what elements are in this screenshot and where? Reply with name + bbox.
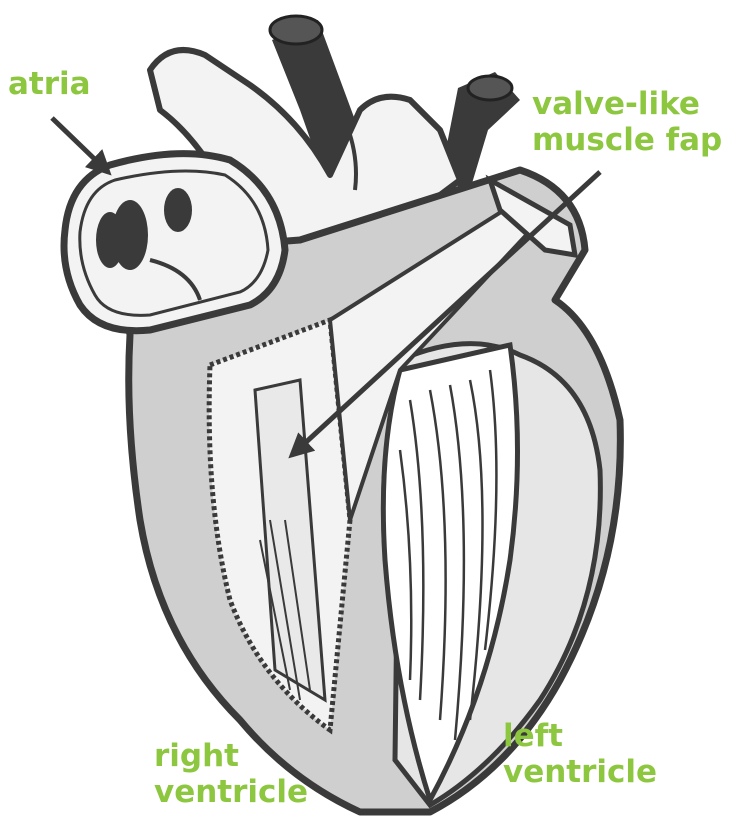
label-valve-like-muscle-flap: valve-like muscle fap	[532, 86, 722, 158]
label-atria: atria	[8, 66, 91, 102]
atria-structure	[64, 154, 285, 331]
label-right-ventricle: right ventricle	[154, 738, 308, 810]
label-left-ventricle: left ventricle	[503, 718, 657, 790]
atria-arrow-icon	[52, 118, 108, 172]
